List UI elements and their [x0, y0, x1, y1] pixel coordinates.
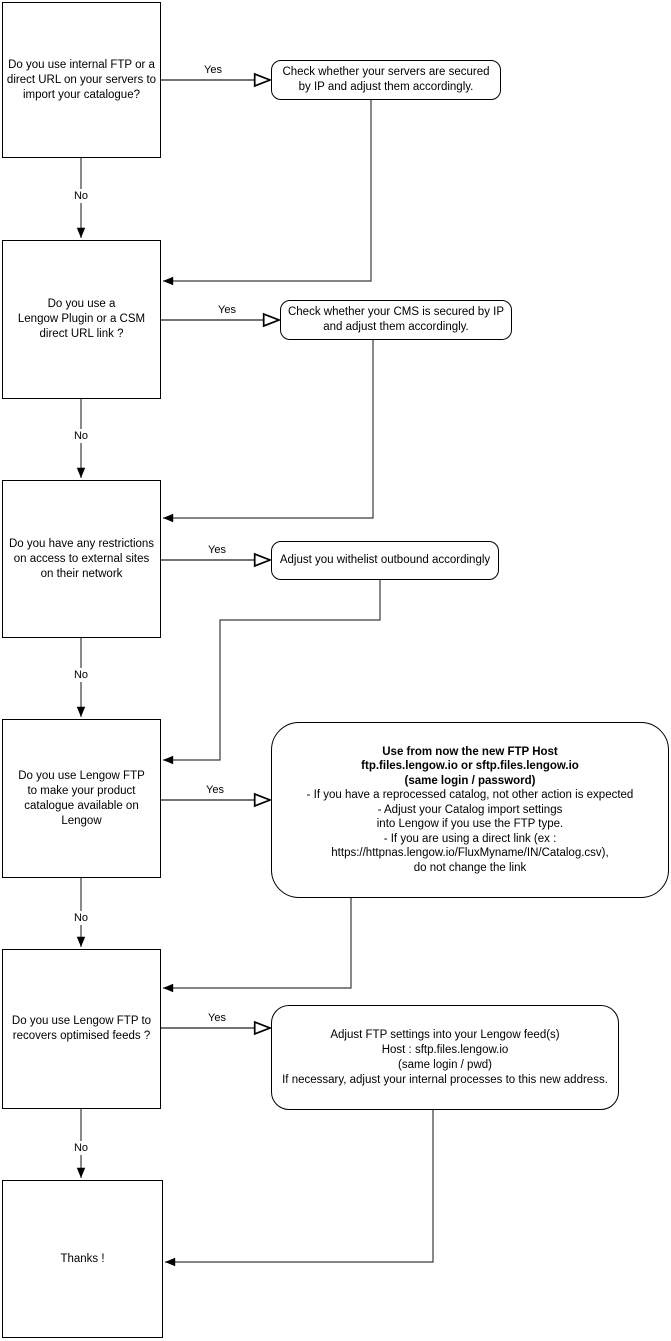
action-check-servers-ip: Check whether your servers are secured b…: [271, 60, 501, 100]
decision-lengow-ftp-feeds: Do you use Lengow FTP to recovers optimi…: [2, 949, 161, 1109]
edge-label-no-1: No: [63, 189, 99, 203]
action-new-ftp-host-text: - If you have a reprocessed catalog, not…: [306, 789, 634, 874]
action-new-ftp-host-heading: Use from now the new FTP Host ftp.files.…: [361, 745, 579, 787]
edge-label-yes-4: Yes: [197, 783, 233, 797]
edge-label-no-2: No: [63, 429, 99, 443]
decision-internal-ftp-import: Do you use internal FTP or a direct URL …: [2, 2, 161, 158]
edge-label-no-3: No: [63, 668, 99, 682]
action-adjust-ftp-settings: Adjust FTP settings into your Lengow fee…: [271, 1005, 619, 1110]
edge-label-no-4: No: [63, 911, 99, 925]
decision-lengow-ftp-feeds-text: Do you use Lengow FTP to recovers optimi…: [11, 1015, 152, 1042]
action-check-servers-ip-text: Check whether your servers are secured b…: [282, 66, 490, 93]
decision-lengow-ftp-import-text: Do you use Lengow FTP to make your produ…: [18, 769, 145, 827]
decision-lengow-ftp-import: Do you use Lengow FTP to make your produ…: [2, 719, 161, 878]
decision-network-restrictions-text: Do you have any restrictions on access t…: [8, 537, 155, 580]
decision-lengow-plugin-cms: Do you use a Lengow Plugin or a CSM dire…: [2, 240, 161, 399]
terminal-thanks: Thanks !: [2, 1180, 163, 1338]
action-adjust-whitelist-text: Adjust you withelist outbound accordingl…: [279, 554, 491, 566]
action-check-cms-ip: Check whether your CMS is secured by IP …: [280, 300, 512, 340]
edge-label-no-5: No: [63, 1141, 99, 1155]
edge-label-yes-1: Yes: [195, 63, 231, 77]
action-new-ftp-host: Use from now the new FTP Host ftp.files.…: [271, 722, 669, 898]
edge-feedback-act4-q5: [163, 898, 352, 993]
decision-internal-ftp-import-text: Do you use internal FTP or a direct URL …: [6, 58, 157, 101]
edge-feedback-act2-q3: [163, 340, 374, 523]
decision-lengow-plugin-cms-text: Do you use a Lengow Plugin or a CSM dire…: [17, 298, 146, 340]
edge-feedback-act1-q2: [163, 100, 372, 286]
decision-network-restrictions: Do you have any restrictions on access t…: [2, 480, 161, 638]
edge-label-yes-3: Yes: [199, 543, 235, 557]
terminal-thanks-text: Thanks !: [60, 1252, 105, 1265]
action-check-cms-ip-text: Check whether your CMS is secured by IP …: [287, 306, 505, 333]
action-adjust-whitelist: Adjust you withelist outbound accordingl…: [271, 541, 499, 580]
edge-label-yes-5: Yes: [199, 1011, 235, 1025]
action-adjust-ftp-settings-text: Adjust FTP settings into your Lengow fee…: [282, 1028, 608, 1086]
edge-feedback-act5-end: [165, 1110, 434, 1267]
edge-label-yes-2: Yes: [209, 303, 245, 317]
